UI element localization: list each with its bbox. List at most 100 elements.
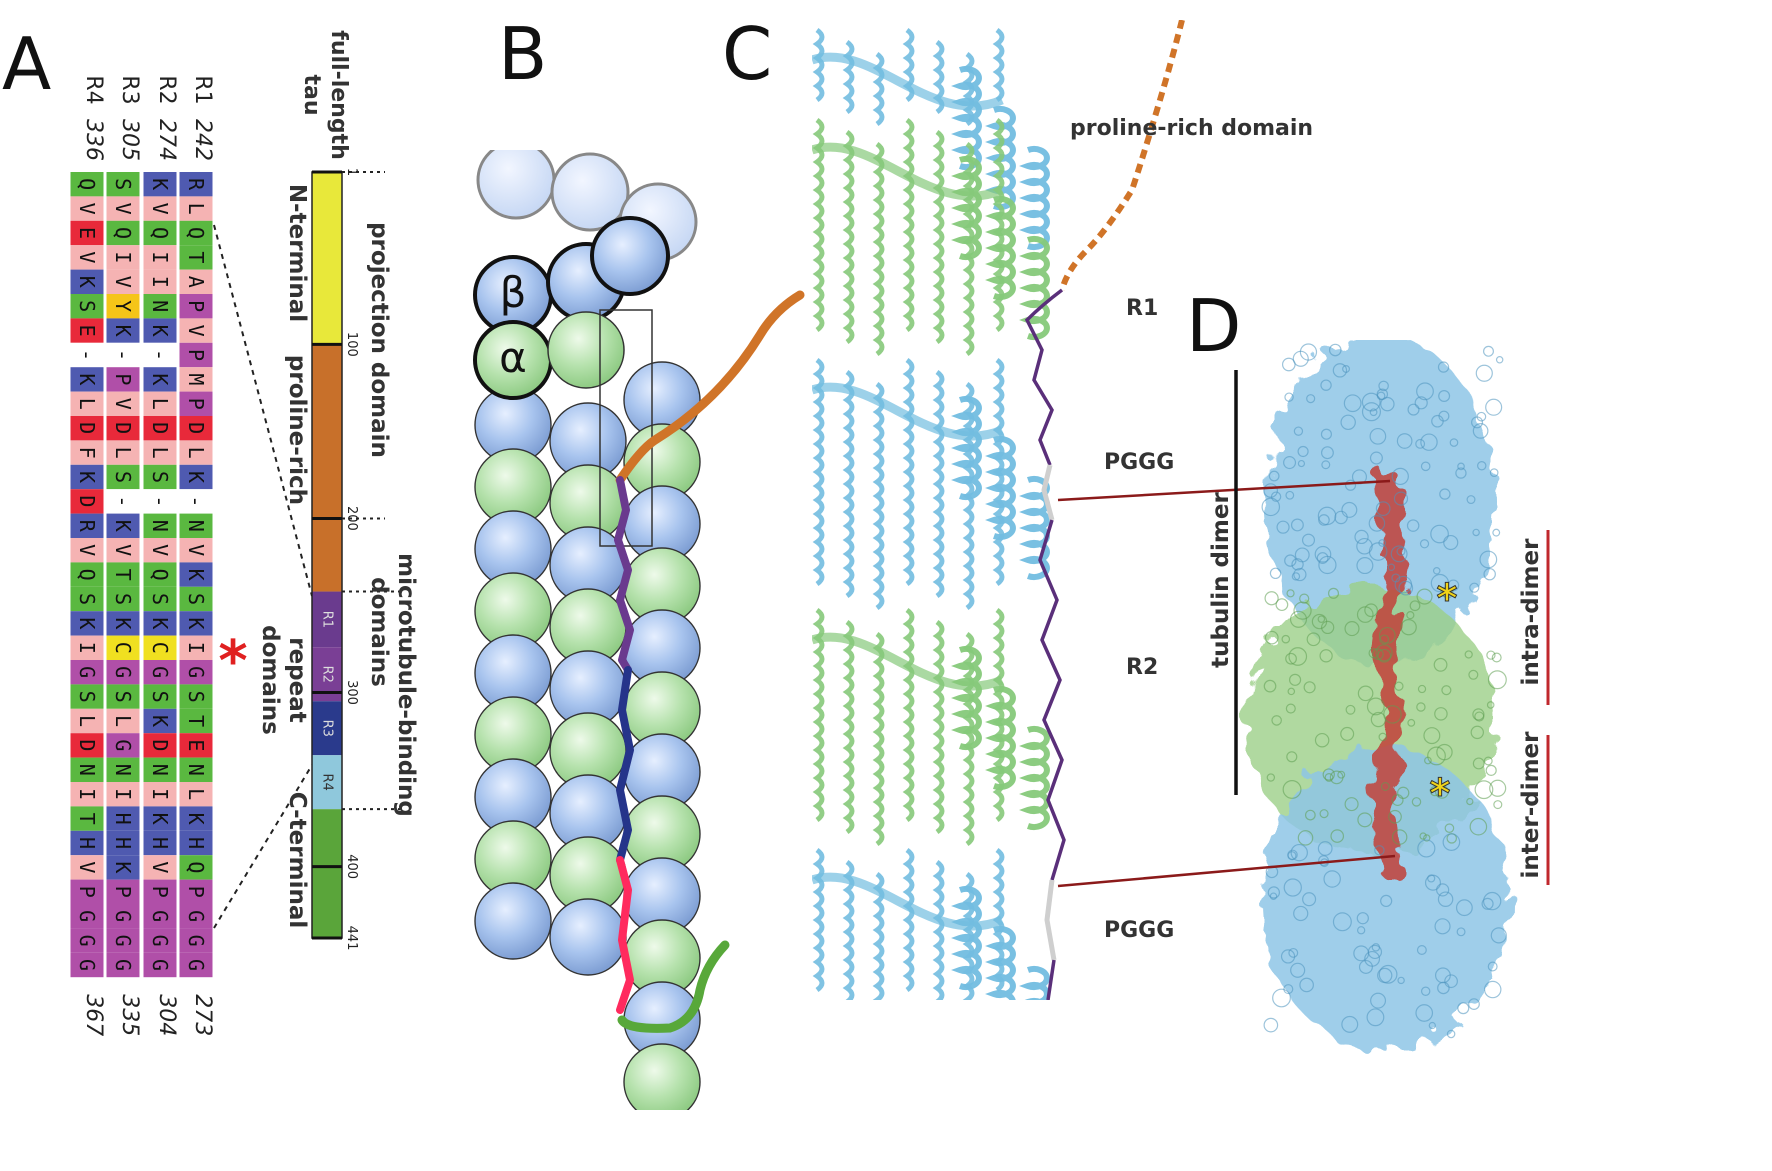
repeat-segment-label: R1 (320, 611, 335, 628)
density-speck (1293, 426, 1304, 436)
residue-cell (106, 562, 140, 587)
zoom-dash-bottom (213, 764, 313, 929)
helix-ribbon (812, 357, 825, 587)
residue-cell (106, 196, 140, 221)
residue-cell (179, 879, 213, 904)
residue-letter: I (75, 642, 99, 654)
residue-letter: I (148, 788, 172, 800)
density-speck (1420, 433, 1438, 451)
density-speck (1423, 727, 1441, 745)
residue-cell (143, 733, 177, 758)
tau-tick-label: 441 (344, 926, 359, 951)
residue-letter: D (111, 422, 135, 434)
residue-cell (143, 928, 177, 953)
density-speck (1378, 964, 1398, 984)
residue-cell (143, 830, 177, 856)
tau-domain-bar: 1100200300400441R1R2R3R4full-lengthtaupr… (218, 30, 419, 950)
residue-cell (179, 196, 213, 221)
residue-letter: H (75, 837, 99, 849)
density-speck (1407, 718, 1416, 727)
residue-cell (143, 538, 177, 563)
residue-cell (70, 294, 104, 319)
residue-cell (143, 220, 177, 246)
helix-coil (951, 156, 982, 260)
residue-cell (179, 245, 213, 270)
density-speck (1378, 539, 1387, 547)
residue-letter: L (111, 447, 135, 459)
sheet-ribbon (812, 872, 1004, 931)
panel-c-ribbon-model (812, 20, 1185, 1000)
residue-cell (70, 440, 104, 465)
residue-letter: G (75, 935, 99, 947)
residue-cell (70, 952, 104, 978)
helix-ribbon (932, 619, 945, 835)
helix-ribbon (932, 859, 945, 1000)
repeat-start-1: 242 (190, 119, 215, 161)
residue-cell (143, 684, 177, 709)
density-speck (1483, 345, 1494, 357)
residue-cell (143, 464, 177, 490)
repeat-end-4: 367 (81, 994, 106, 1036)
density-speck (1477, 461, 1487, 471)
density-speck (1302, 892, 1317, 907)
helix-ribbon (902, 607, 915, 823)
residue-letter: S (111, 178, 135, 190)
microtubule-back-row (623, 361, 701, 1110)
residue-letter: V (75, 251, 99, 263)
density-speck (1299, 593, 1310, 604)
residue-letter: N (148, 520, 172, 532)
residue-cell (143, 562, 177, 587)
density-speck (1427, 746, 1446, 766)
density-speck (1489, 779, 1507, 797)
residue-letter: K (148, 715, 172, 727)
residue-letter: V (111, 544, 135, 556)
residue-letter: I (75, 788, 99, 800)
density-speck (1306, 394, 1316, 404)
density-speck (1443, 534, 1459, 551)
residue-letter: D (148, 422, 172, 434)
density-speck (1356, 557, 1374, 575)
density-speck (1434, 784, 1449, 799)
repeat-name-4: R4 (81, 75, 106, 104)
residue-letter: H (184, 837, 208, 849)
residue-cell (70, 611, 104, 636)
residue-cell (179, 538, 213, 563)
helix-coil (1019, 146, 1050, 250)
panel-b-label: B (498, 12, 548, 96)
density-speck (1440, 586, 1451, 598)
density-speck (1433, 657, 1448, 672)
tau-tick-label: 400 (344, 854, 359, 879)
residue-letter: Q (148, 569, 172, 581)
residue-letter: I (111, 251, 135, 263)
tau-r4-segment (616, 856, 634, 1014)
helix-coil (1019, 966, 1050, 1000)
residue-cell (143, 806, 177, 831)
residue-letter: E (75, 325, 99, 337)
density-speck (1358, 959, 1373, 974)
residue-cell (106, 391, 140, 416)
residue-cell (70, 391, 104, 416)
density-speck (1369, 451, 1383, 465)
residue-letter: Q (75, 569, 99, 581)
residue-letter: E (75, 227, 99, 239)
helix-coil (951, 646, 982, 750)
density-speck (1293, 905, 1309, 922)
density-speck (1284, 554, 1297, 567)
density-speck (1291, 572, 1301, 581)
density-speck (1271, 715, 1282, 726)
tau-proline-segment (615, 290, 805, 485)
density-speck (1266, 773, 1276, 782)
residue-letter: L (148, 398, 172, 410)
density-speck (1370, 992, 1387, 1009)
density-speck (1455, 899, 1473, 917)
density-speck (1387, 563, 1396, 572)
residue-letter: G (184, 935, 208, 947)
residue-letter: E (184, 739, 208, 751)
zoom-box (599, 309, 653, 547)
residue-letter: L (75, 715, 99, 727)
residue-cell (70, 660, 104, 685)
density-speck (1411, 797, 1422, 807)
helix-coil (985, 436, 1016, 540)
residue-letter: G (184, 666, 208, 678)
helix-coil (951, 396, 982, 500)
